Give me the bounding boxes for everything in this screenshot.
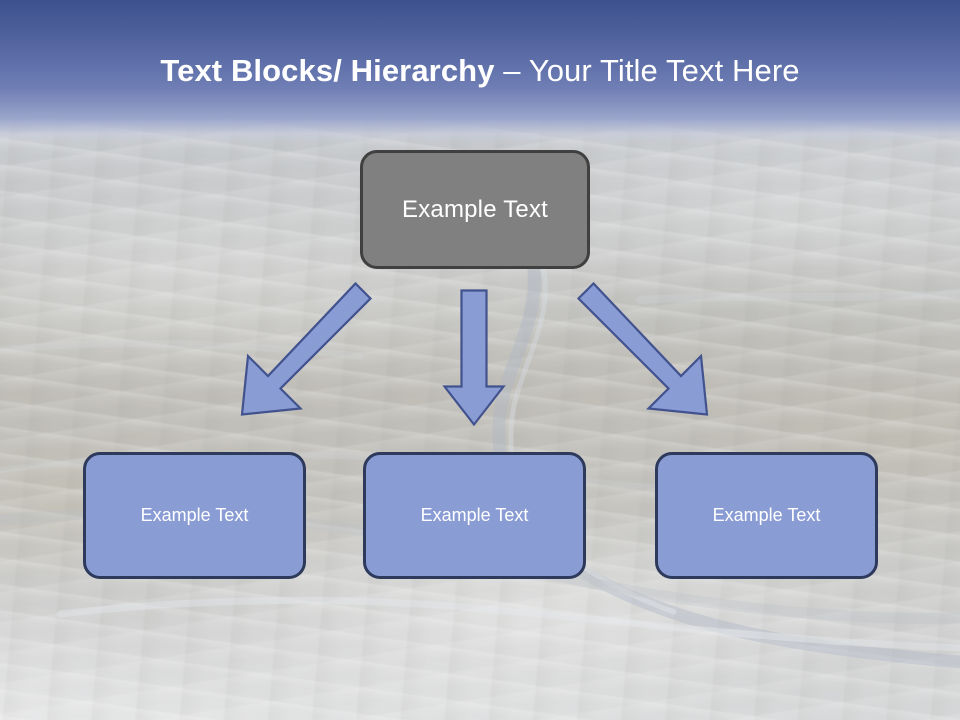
- node-child-2-label: Example Text: [420, 505, 529, 525]
- node-root-label: Example Text: [401, 195, 549, 223]
- node-child-3-label: Example Text: [712, 505, 821, 525]
- node-child-2[interactable]: Example Text: [363, 452, 586, 579]
- node-root[interactable]: Example Text: [360, 150, 590, 269]
- page-title: Text Blocks/ Hierarchy – Your Title Text…: [0, 50, 960, 92]
- page-title-bold: Text Blocks/ Hierarchy: [160, 53, 504, 88]
- node-child-1-label: Example Text: [140, 505, 249, 525]
- page-title-separator: –: [503, 53, 529, 88]
- node-child-3[interactable]: Example Text: [655, 452, 878, 579]
- page-title-light: Your Title Text Here: [528, 53, 800, 88]
- arrow-down-right-icon: [576, 281, 709, 416]
- arrow-down-left-icon: [240, 281, 373, 416]
- node-child-1[interactable]: Example Text: [83, 452, 306, 579]
- arrow-down-icon: [442, 289, 506, 427]
